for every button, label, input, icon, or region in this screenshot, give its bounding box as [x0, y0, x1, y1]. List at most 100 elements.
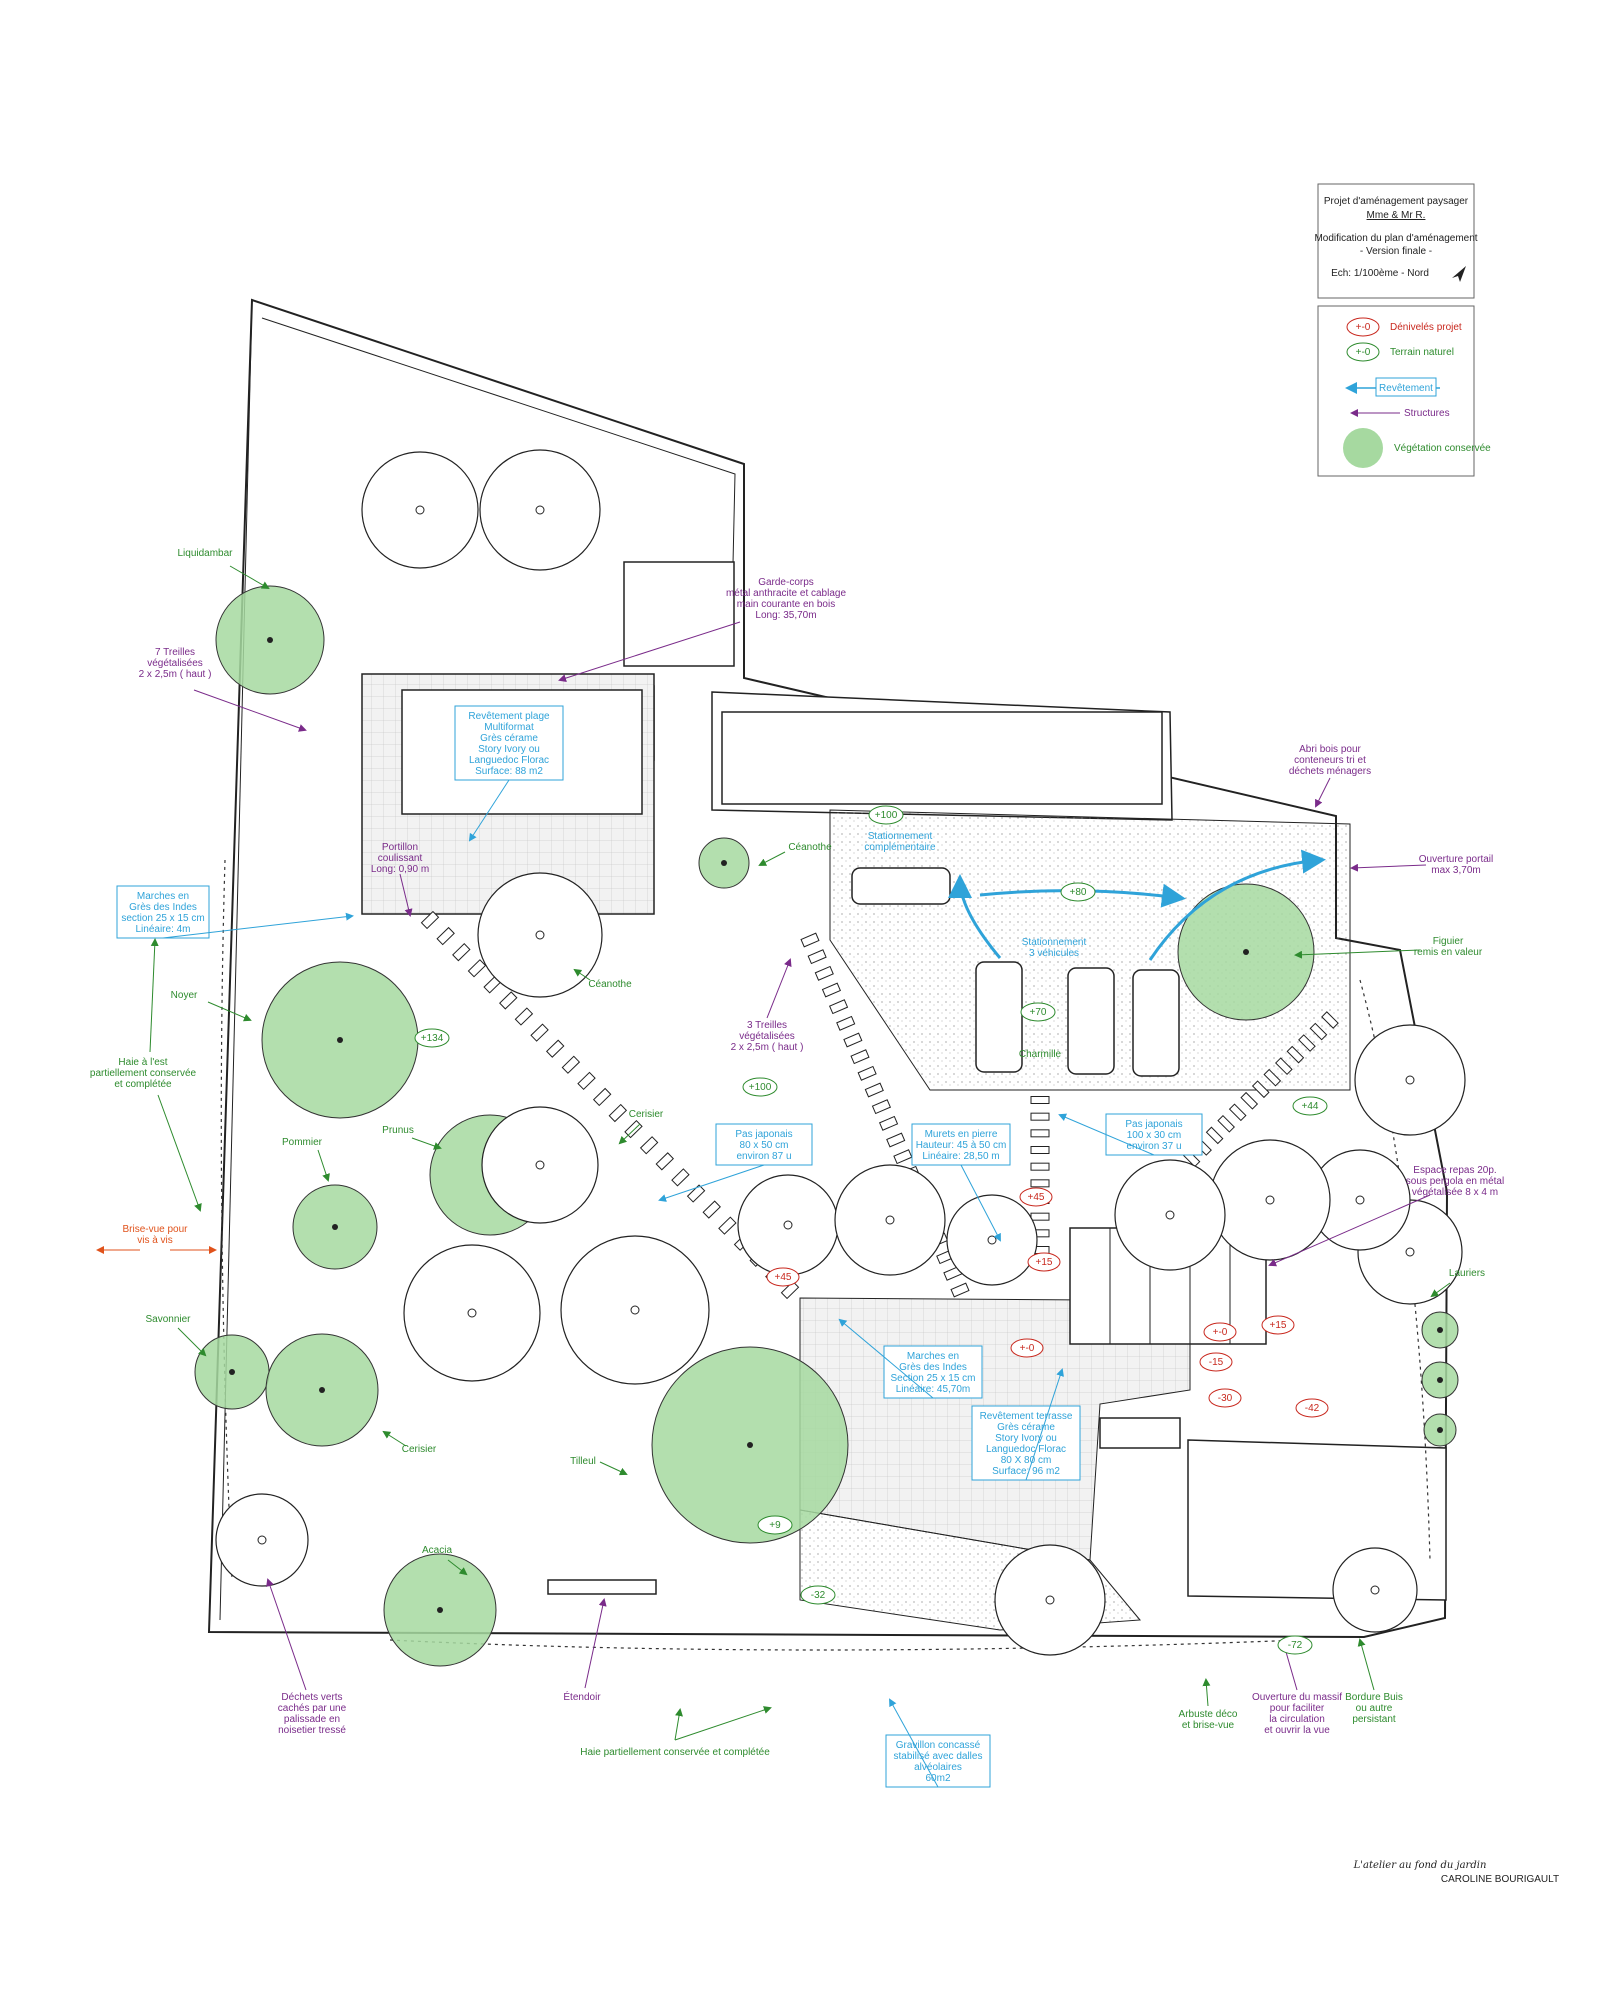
stepping-stone	[452, 943, 471, 962]
label-ouverture: la circulation	[1269, 1714, 1325, 1725]
stepping-stone	[1030, 1212, 1050, 1221]
level-natural	[1277, 1635, 1313, 1655]
label-liquidambar: Liquidambar	[177, 548, 233, 559]
level-project-value: +-0	[1020, 1343, 1035, 1354]
leader-line	[584, 1598, 607, 1689]
label-arbuste: et brise-vue	[1182, 1720, 1235, 1731]
conserved-trees	[194, 585, 1459, 1667]
label-figuier: Figuier	[1433, 936, 1464, 947]
leader-line	[658, 1164, 765, 1202]
outline-trees	[215, 449, 1466, 1656]
label-gravillon: 60m2	[925, 1773, 950, 1784]
stepping-stone	[592, 1087, 612, 1107]
stepping-stone	[1228, 1103, 1247, 1122]
tree-trunk	[535, 505, 545, 515]
label-stationnement: complémentaire	[864, 842, 936, 853]
tree-outline	[1114, 1159, 1226, 1271]
stepping-stone	[671, 1168, 690, 1187]
level-project-value: -15	[1209, 1357, 1224, 1368]
tree-trunk	[267, 637, 273, 643]
stepping-stone	[871, 1099, 892, 1115]
stepping-stone	[1275, 1057, 1293, 1075]
title-line3: Modification du plan d'aménagement	[1314, 233, 1477, 244]
label-arbuste: Arbuste déco	[1179, 1709, 1238, 1720]
leader-line	[382, 1430, 407, 1447]
label-revetement-plage: Grès cérame	[480, 733, 538, 744]
legend-nat-symbol: +-0	[1356, 347, 1371, 358]
leader-line	[889, 1698, 939, 1788]
leader-line	[1025, 1368, 1064, 1481]
label-espace-repas: sous pergola en métal	[1406, 1176, 1504, 1187]
label-gravillon: alvéolaires	[914, 1762, 962, 1773]
label-marches-box	[116, 885, 210, 939]
label-stationnement: 3 véhicules	[1029, 948, 1079, 959]
label-marches: Linéaire: 45,70m	[896, 1384, 971, 1395]
signature-sub: CAROLINE BOURIGAULT	[1441, 1874, 1559, 1885]
stepping-stone	[1240, 1091, 1259, 1110]
level-natural-value: -72	[1288, 1640, 1303, 1651]
stepping-stone	[1321, 1011, 1339, 1029]
stepping-stone	[436, 926, 455, 946]
level-project	[1261, 1315, 1295, 1335]
tree-trunk	[535, 1160, 545, 1170]
label-murets: Murets en pierre	[925, 1129, 998, 1140]
label-murets: Hauteur: 45 à 50 cm	[916, 1140, 1007, 1151]
tree-outline	[477, 872, 603, 998]
label-marches-box	[883, 1345, 983, 1399]
label-portillon: coulissant	[378, 853, 423, 864]
label-savonnier: Savonnier	[145, 1314, 191, 1325]
tree-outline	[834, 1164, 946, 1276]
label-tilleul: Tilleul	[570, 1456, 596, 1467]
label-ceanothe: Céanothe	[588, 979, 632, 990]
stepping-stone	[857, 1065, 877, 1081]
label-treilles: 3 Treilles	[747, 1020, 787, 1031]
label-garde-corps: main courante en bois	[737, 599, 835, 610]
label-murets-box	[911, 1123, 1011, 1166]
label-marches: Marches en	[907, 1351, 959, 1362]
label-gravillon: Gravillon concassé	[896, 1740, 981, 1751]
level-project	[1010, 1338, 1044, 1358]
stepping-stones	[420, 910, 1339, 1300]
label-dechets: palissade en	[284, 1714, 340, 1725]
stepping-stone	[561, 1055, 581, 1074]
title-line2: Mme & Mr R.	[1367, 210, 1426, 221]
stepping-stone	[655, 1152, 675, 1171]
tree-trunk	[319, 1387, 325, 1393]
level-natural-value: +100	[749, 1082, 772, 1093]
level-project	[1208, 1388, 1242, 1408]
cars	[851, 867, 1180, 1077]
tree-trunk	[229, 1369, 235, 1375]
label-gravillon: stabilisé avec dalles	[894, 1751, 983, 1762]
level-project-value: +15	[1270, 1320, 1287, 1331]
label-marches: Grès des Indes	[129, 902, 197, 913]
title-line1: Projet d'aménagement paysager	[1324, 196, 1469, 207]
leader-line	[1268, 1194, 1431, 1267]
label-abri: déchets ménagers	[1289, 766, 1371, 777]
label-ceanothe: Céanothe	[788, 842, 832, 853]
label-abri: conteneurs tri et	[1294, 755, 1366, 766]
tree-trunk	[1355, 1195, 1365, 1205]
leader-line	[162, 912, 354, 939]
leader-line	[758, 851, 786, 866]
stepping-stone	[807, 949, 827, 965]
stepping-stone	[864, 1082, 884, 1098]
label-revetement-terrasse: Languedoc Florac	[986, 1444, 1066, 1455]
stepping-stone	[420, 910, 440, 930]
level-project-value: +45	[1028, 1192, 1045, 1203]
tree-outline	[481, 1106, 599, 1224]
label-garde-corps: Garde-corps	[758, 577, 814, 588]
stepping-stone	[545, 1039, 565, 1058]
label-brise-vue: vis à vis	[137, 1235, 173, 1246]
leader-line	[1430, 1282, 1451, 1298]
label-ouverture: Ouverture du massif	[1252, 1692, 1342, 1703]
label-treilles: végétalisées	[147, 658, 203, 669]
level-project	[766, 1267, 800, 1287]
label-dechets: Déchets verts	[281, 1692, 342, 1703]
label-revetement-terrasse-box	[971, 1405, 1081, 1481]
tree-outline	[1332, 1547, 1418, 1633]
tree-trunk	[415, 505, 425, 515]
stepping-stone	[639, 1136, 659, 1155]
level-natural-value: -32	[811, 1590, 826, 1601]
stepping-stone	[1298, 1034, 1316, 1052]
signature: L'atelier au fond du jardin	[1353, 1860, 1487, 1871]
